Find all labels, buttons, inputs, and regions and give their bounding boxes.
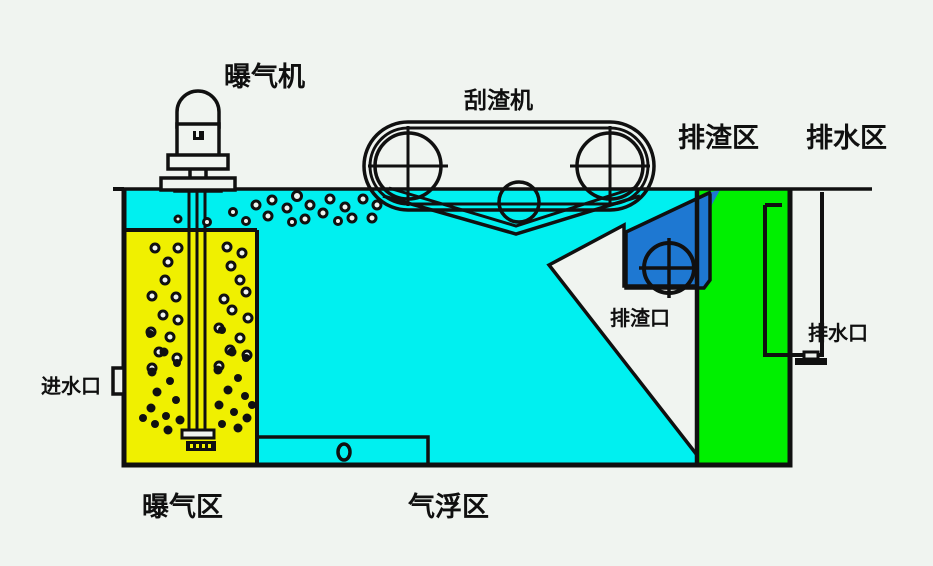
skimmer-baffle (546, 222, 699, 461)
diffuser-slot-4-icon (208, 444, 211, 448)
label-aerator-machine: 曝气机 (224, 62, 305, 93)
effluent-zone-fill (697, 189, 790, 465)
aerator-nameplate-slot-icon (196, 131, 199, 137)
bottom-collection-trough (257, 435, 430, 465)
bottom-drain-port (336, 442, 352, 462)
label-aeration-zone: 曝气区 (142, 492, 223, 523)
water-inlet-port (111, 366, 126, 396)
label-scraper-machine: 刮渣机 (464, 87, 533, 114)
effluent-weir-box (763, 192, 824, 357)
aerator-motor-dome (175, 89, 221, 129)
label-slag-outlet: 排渣口 (610, 306, 670, 330)
diffuser-slot-2-icon (196, 444, 199, 448)
label-slag-discharge-zone: 排渣区 (678, 123, 759, 154)
label-flotation-zone: 气浮区 (407, 492, 489, 523)
tank-outer-wall (121, 189, 793, 468)
label-water-discharge-zone: 排水区 (806, 123, 887, 154)
aerator-flange (166, 153, 230, 171)
scraper-lower-belt-outer (382, 194, 641, 236)
sludge-wedge-outline (624, 190, 712, 290)
scraper-belt-outer (362, 120, 656, 212)
bubble-field-flotation (173, 190, 383, 227)
aerator-base-plate (159, 176, 237, 192)
label-water-outlet: 排水口 (808, 321, 868, 345)
bubble-field-aeration-solid (139, 326, 256, 435)
water-outlet-nozzle-flange (795, 358, 827, 365)
diffuser-slot-1-icon (190, 444, 193, 448)
diffuser-slot-3-icon (202, 444, 205, 448)
aerator-motor-body (175, 122, 221, 159)
aerator-diffuser-body (186, 441, 216, 451)
scraper-lower-belt-inner (388, 186, 635, 228)
scraper-idler-pulley (497, 180, 541, 224)
label-water-inlet: 进水口 (41, 374, 101, 398)
aerator-diffuser-plate (180, 428, 216, 440)
water-outlet-nozzle (802, 350, 820, 361)
